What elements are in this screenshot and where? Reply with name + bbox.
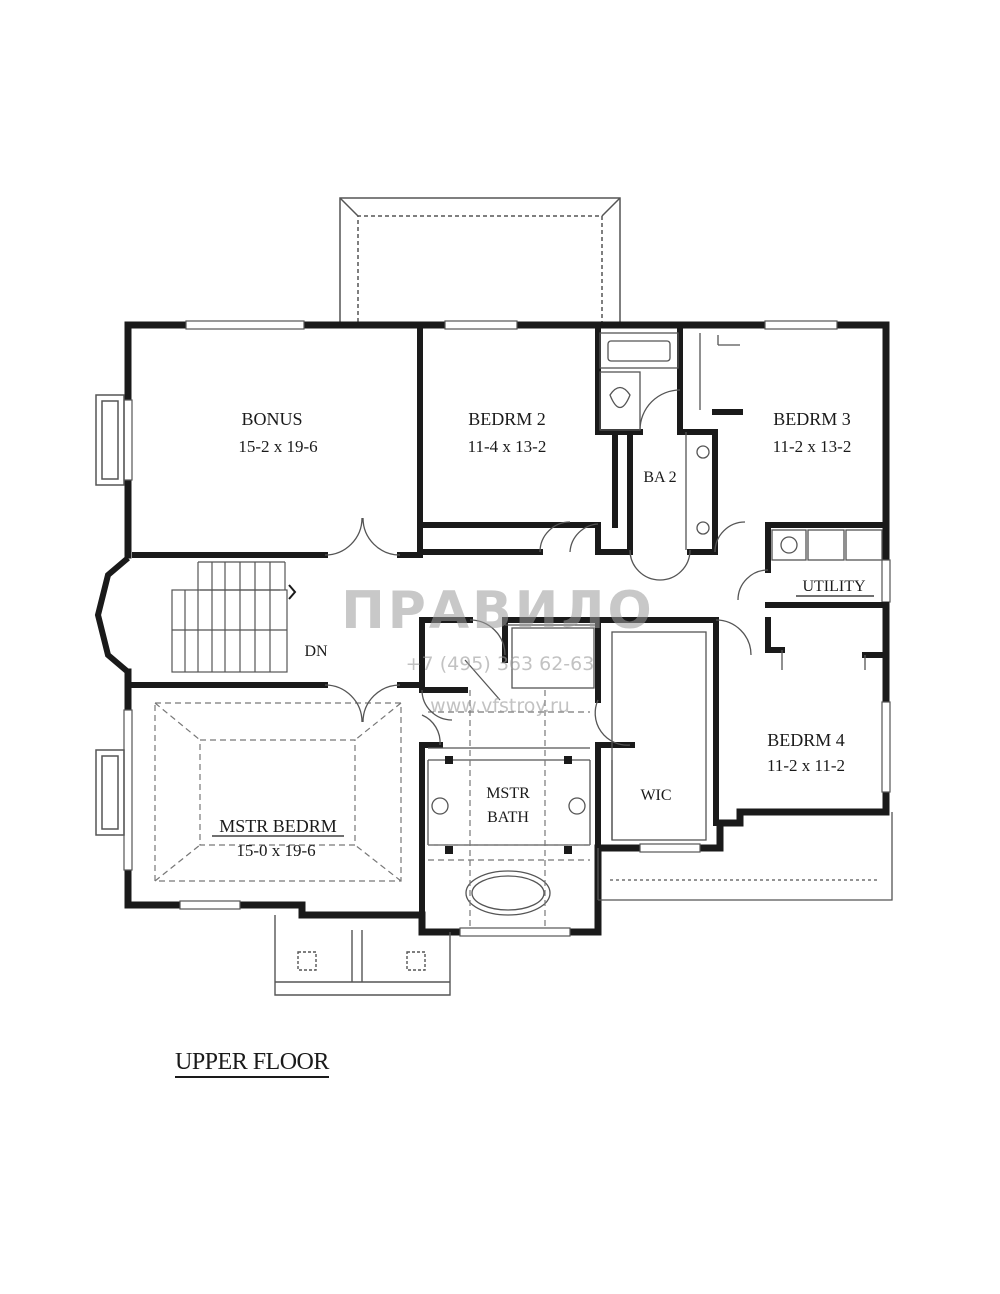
wic-label: WIC	[640, 787, 671, 804]
watermark-phone: +7 (495) 363 62-63	[406, 653, 595, 675]
column-markers	[445, 756, 572, 854]
door-swings	[324, 517, 769, 746]
bay-window	[94, 555, 130, 675]
floor-title: UPPER FLOOR	[175, 1049, 329, 1078]
dn-label: DN	[304, 643, 328, 660]
mstr-bath-label-2: BATH	[487, 809, 529, 826]
watermark-url: www.vfstroy.ru	[430, 695, 570, 717]
bedrm4-name: BEDRM 4	[767, 730, 845, 750]
bonus-room-dims: 15-2 x 19-6	[238, 437, 317, 456]
ba2-label: BA 2	[643, 469, 676, 486]
left-bumps	[95, 394, 125, 836]
stairs	[171, 561, 297, 673]
bedrm3-dims: 11-2 x 13-2	[773, 437, 852, 456]
bedrm2-name: BEDRM 2	[468, 409, 546, 429]
detail-lines	[427, 332, 893, 916]
ceiling-lines	[154, 690, 590, 930]
bedrm2-dims: 11-4 x 13-2	[468, 437, 547, 456]
watermark: ПРАВИЛО +7 (495) 363 62-63 www.vfstroy.r…	[341, 581, 654, 717]
interior-walls	[125, 322, 889, 935]
mstr-bath-label-1: MSTR	[486, 785, 530, 802]
bonus-room-name: BONUS	[241, 409, 302, 429]
bottom-porch	[274, 915, 451, 996]
utility-label: UTILITY	[802, 578, 866, 595]
mstr-bedrm-name: MSTR BEDRM	[219, 816, 337, 836]
bedrm4-dims: 11-2 x 11-2	[767, 756, 845, 775]
top-balcony	[339, 197, 621, 322]
watermark-logo: ПРАВИЛО	[341, 581, 654, 641]
mstr-bedrm-dims: 15-0 x 19-6	[236, 841, 315, 860]
bedrm3-name: BEDRM 3	[773, 409, 851, 429]
